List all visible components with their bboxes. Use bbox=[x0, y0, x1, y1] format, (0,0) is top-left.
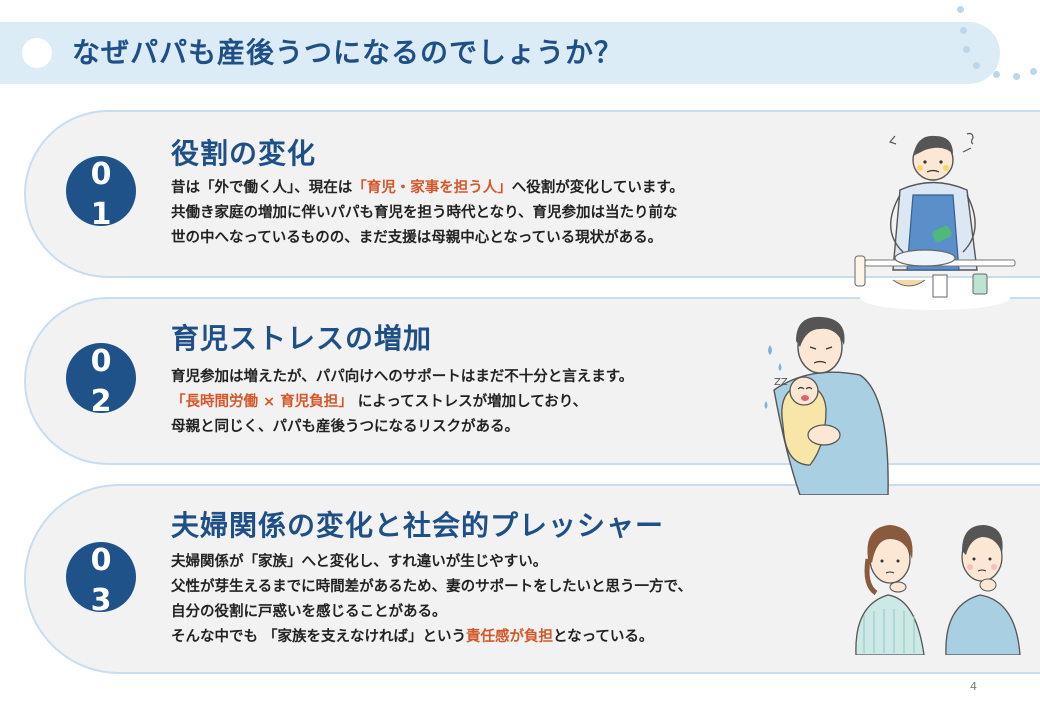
card-line: 「長時間労働 × 育児負担」 によってストレスが増加しており、 bbox=[171, 390, 633, 415]
page-title: なぜパパも産後うつになるのでしょうか？ bbox=[72, 36, 624, 69]
header-band bbox=[0, 22, 1000, 84]
text-segment: 育児参加は増えたが、パパ向けへのサポートはまだ不十分と言えます。 bbox=[171, 369, 634, 385]
highlight-text: 責任感が負担 bbox=[466, 629, 554, 645]
decor-dot-icon bbox=[957, 6, 964, 13]
card-line: 自分の役割に戸惑いを感じることがある。 bbox=[171, 600, 692, 625]
card-number-digit: 1 bbox=[90, 197, 112, 227]
decor-dot-icon bbox=[960, 27, 967, 34]
text-segment: 昔は「外で働く人」、現在は bbox=[171, 180, 353, 196]
card-line: 世の中へなっているものの、まだ支援は母親中心となっている現状がある。 bbox=[171, 226, 684, 251]
card-number-digit: 0 bbox=[90, 157, 112, 192]
text-segment: へ役割が変化しています。 bbox=[511, 180, 684, 196]
card-line: 育児参加は増えたが、パパ向けへのサポートはまだ不十分と言えます。 bbox=[171, 365, 633, 390]
text-segment: 夫婦関係が「家族」へと変化し、すれ違いが生じやすい。 bbox=[171, 554, 548, 570]
decor-dot-icon bbox=[1030, 68, 1037, 75]
decor-dot-icon bbox=[1013, 73, 1020, 80]
text-segment: 共働き家庭の増加に伴いパパも育児を担う時代となり、育児参加は当たり前な bbox=[171, 205, 678, 221]
card-number-digit: 0 bbox=[90, 543, 112, 578]
card-line: 共働き家庭の増加に伴いパパも育児を担う時代となり、育児参加は当たり前な bbox=[171, 201, 684, 226]
text-segment: 母親と同じく、パパも産後うつになるリスクがある。 bbox=[171, 419, 519, 435]
card-line: 夫婦関係が「家族」へと変化し、すれ違いが生じやすい。 bbox=[171, 550, 692, 575]
decor-dot-icon bbox=[973, 62, 980, 69]
svg-text:ZZ: ZZ bbox=[774, 377, 788, 388]
text-segment: そんな中でも 「家族を支えなければ」という bbox=[171, 629, 467, 645]
page-number: 4 bbox=[970, 680, 977, 693]
card-line: 母親と同じく、パパも産後うつになるリスクがある。 bbox=[171, 415, 633, 440]
text-segment: 自分の役割に戸惑いを感じることがある。 bbox=[171, 604, 447, 620]
header-bullet-icon bbox=[22, 38, 52, 68]
card-line: 父性が芽生えるまでに時間差があるため、妻のサポートをしたいと思う一方で、 bbox=[171, 575, 692, 600]
text-segment: 父性が芽生えるまでに時間差があるため、妻のサポートをしたいと思う一方で、 bbox=[171, 579, 692, 595]
card-number-badge: 0 1 bbox=[66, 156, 136, 226]
text-segment: によってストレスが増加しており、 bbox=[352, 394, 588, 410]
highlight-text: 「育児・家事を担う人」 bbox=[352, 180, 512, 196]
decor-dot-icon bbox=[993, 71, 1000, 78]
card-body: 育児参加は増えたが、パパ向けへのサポートはまだ不十分と言えます。 「長時間労働 … bbox=[171, 365, 633, 440]
card-number-digit: 3 bbox=[90, 583, 112, 613]
card-number-digit: 0 bbox=[90, 344, 112, 379]
highlight-text: 「長時間労働 × 育児負担」 bbox=[171, 394, 353, 410]
card-number-badge: 0 2 bbox=[66, 343, 136, 413]
card-body: 昔は「外で働く人」、現在は「育児・家事を担う人」へ役割が変化しています。 共働き… bbox=[171, 176, 684, 251]
card-body: 夫婦関係が「家族」へと変化し、すれ違いが生じやすい。 父性が芽生えるまでに時間差… bbox=[171, 550, 692, 650]
dishwashing-dad-illustration bbox=[854, 132, 1016, 310]
card-title: 育児ストレスの増加 bbox=[171, 322, 433, 355]
card-line: 昔は「外で働く人」、現在は「育児・家事を担う人」へ役割が変化しています。 bbox=[171, 176, 684, 201]
card-role-change: 0 1 役割の変化 昔は「外で働く人」、現在は「育児・家事を担う人」へ役割が変化… bbox=[24, 110, 1040, 278]
couple-illustration bbox=[855, 525, 1021, 655]
text-segment: となっている。 bbox=[553, 629, 654, 645]
card-number-badge: 0 3 bbox=[66, 542, 136, 612]
card-line: そんな中でも 「家族を支えなければ」という責任感が負担となっている。 bbox=[171, 625, 692, 650]
card-title: 役割の変化 bbox=[171, 137, 317, 170]
card-number-digit: 2 bbox=[90, 384, 112, 414]
crying-baby-dad-illustration: ZZ bbox=[764, 316, 889, 495]
card-title: 夫婦関係の変化と社会的プレッシャー bbox=[171, 509, 665, 542]
text-segment: 世の中へなっているものの、まだ支援は母親中心となっている現状がある。 bbox=[171, 230, 663, 246]
decor-dot-icon bbox=[963, 46, 970, 53]
